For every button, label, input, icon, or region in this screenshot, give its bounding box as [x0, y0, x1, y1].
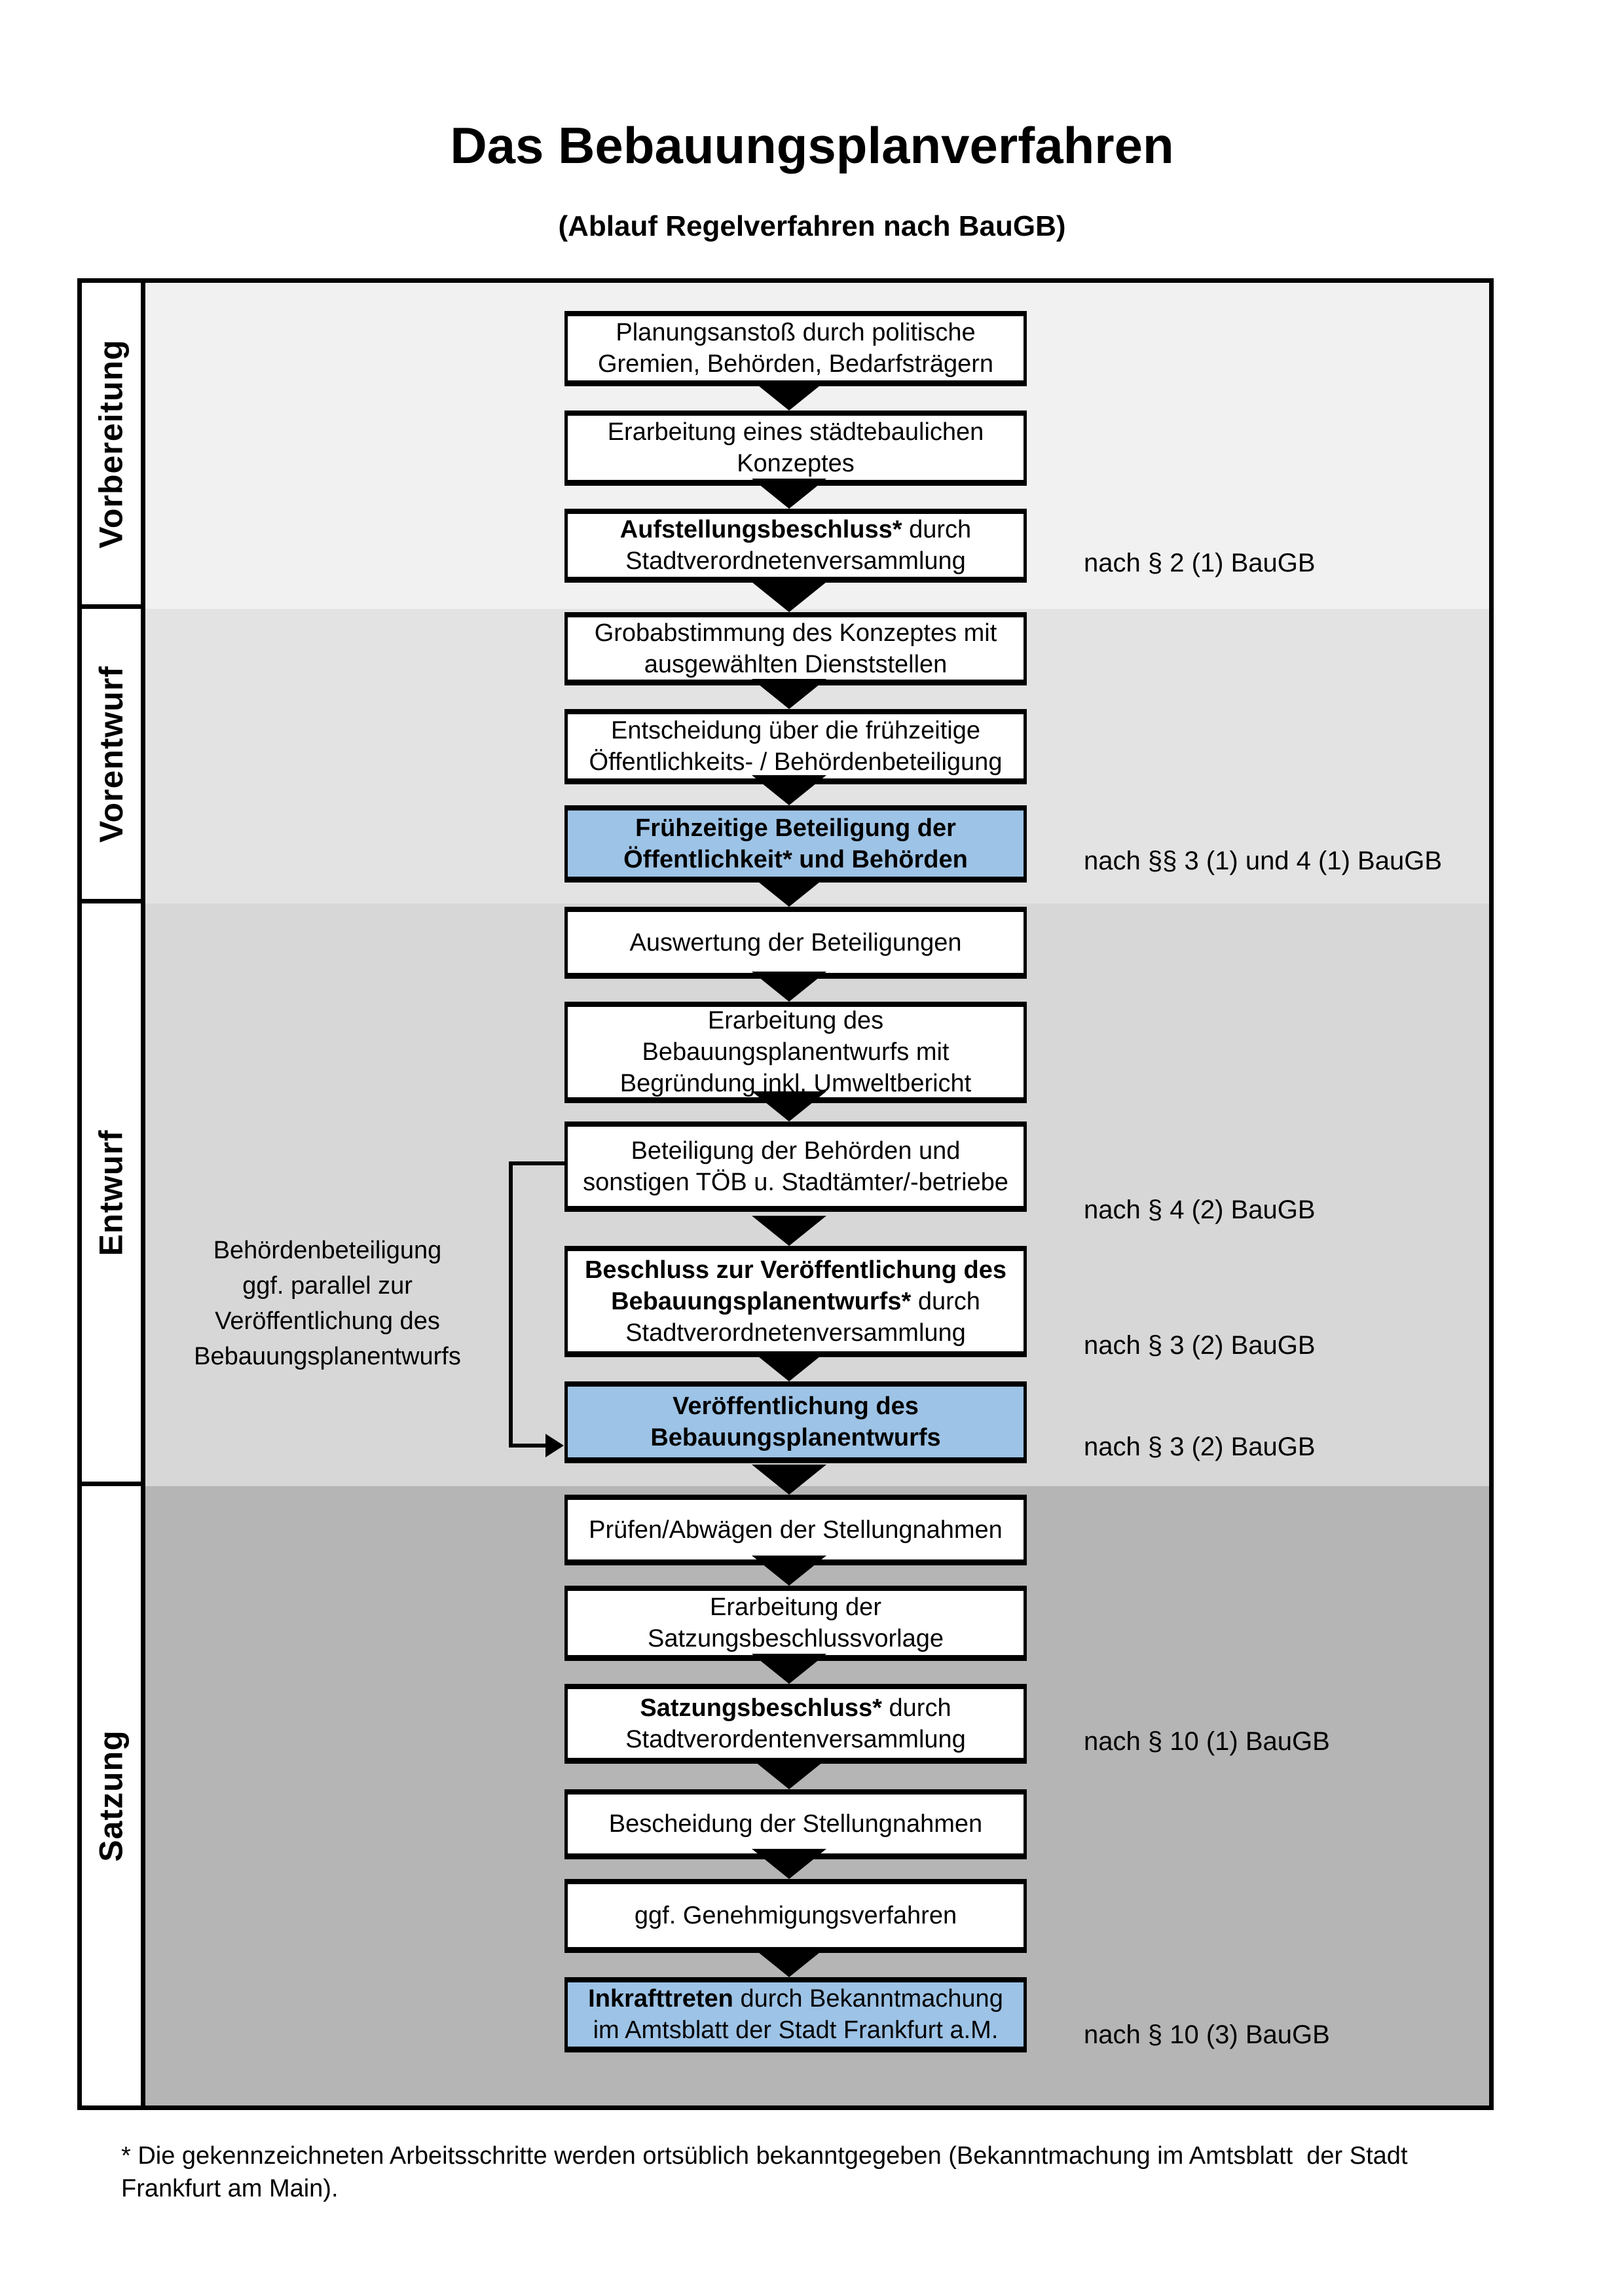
flow-step-behoerdenbeteiligung: Beteiligung der Behörden und sonstigen T…: [564, 1121, 1027, 1212]
section-label: Entwurf: [93, 1129, 130, 1256]
flow-arrow-down-icon: [752, 1556, 826, 1586]
legal-reference: nach §§ 3 (1) und 4 (1) BauGB: [1084, 847, 1442, 875]
flow-arrow-down-icon: [752, 877, 826, 907]
flow-arrow-down-icon: [752, 1654, 826, 1684]
flow-step-erarbeitung-entwurf: Erarbeitung des Bebauungsplanentwurfs mi…: [564, 1002, 1027, 1103]
branch-connector-line: [509, 1161, 564, 1165]
legal-reference: nach § 4 (2) BauGB: [1084, 1195, 1316, 1224]
flow-step-veroeffentlichung: Veröffentlichung des Bebauungsplanentwur…: [564, 1381, 1027, 1463]
flow-step-fruehzeitige-beteiligung: Frühzeitige Beteiligung der Öffentlichke…: [564, 805, 1027, 883]
flow-step-inkrafttreten: Inkrafttreten durch Bekanntmachung im Am…: [564, 1977, 1027, 2052]
flow-arrow-down-icon: [752, 972, 826, 1002]
flow-step-genehmigungsverfahren: ggf. Genehmigungsverfahren: [564, 1879, 1027, 1953]
section-label-cell-vorentwurf: Vorentwurf: [82, 609, 145, 903]
flow-arrow-down-icon: [752, 775, 826, 805]
branch-arrow-icon: [545, 1434, 564, 1457]
section-label: Vorentwurf: [93, 665, 130, 843]
flow-step-satzungsbeschlussvorlage: Erarbeitung der Satzungsbeschlussvorlage: [564, 1586, 1027, 1661]
flow-step-aufstellungsbeschluss: Aufstellungsbeschluss* durch Stadtverord…: [564, 509, 1027, 583]
section-label: Satzung: [93, 1730, 130, 1862]
flow-arrow-down-icon: [752, 582, 826, 612]
legal-reference: nach § 10 (3) BauGB: [1084, 2020, 1330, 2049]
branch-connector-line: [509, 1444, 548, 1448]
flow-arrow-down-icon: [752, 1759, 826, 1789]
flow-step-entscheidung-beteiligung: Entscheidung über die frühzeitige Öffent…: [564, 709, 1027, 784]
flow-step-auswertung: Auswertung der Beteiligungen: [564, 907, 1027, 979]
flow-arrow-down-icon: [752, 1351, 826, 1381]
footnote: * Die gekennzeichneten Arbeitsschritte w…: [121, 2142, 1408, 2202]
flow-arrow-down-icon: [752, 1947, 826, 1977]
section-label: Vorbereitung: [93, 338, 130, 549]
flow-arrow-down-icon: [752, 1216, 826, 1246]
legal-reference: nach § 2 (1) BauGB: [1084, 549, 1316, 577]
legal-reference: nach § 3 (2) BauGB: [1084, 1432, 1316, 1461]
flow-step-grobabstimmung: Grobabstimmung des Konzeptes mit ausgewä…: [564, 612, 1027, 685]
flow-arrow-down-icon: [752, 1849, 826, 1879]
section-label-cell-satzung: Satzung: [82, 1486, 145, 2105]
legal-reference: nach § 10 (1) BauGB: [1084, 1727, 1330, 1756]
section-label-cell-entwurf: Entwurf: [82, 903, 145, 1486]
flow-arrow-down-icon: [752, 679, 826, 709]
page-title: Das Bebauungsplanverfahren: [450, 117, 1174, 174]
flow-arrow-down-icon: [752, 380, 826, 410]
flow-step-beschluss-veroeffentlichung: Beschluss zur Veröffentlichung des Bebau…: [564, 1246, 1027, 1357]
flow-arrow-down-icon: [752, 479, 826, 509]
page-subtitle: (Ablauf Regelverfahren nach BauGB): [558, 210, 1066, 242]
flow-step-staedtebauliches-konzept: Erarbeitung eines städtebaulichen Konzep…: [564, 410, 1027, 486]
flow-arrow-down-icon: [752, 1091, 826, 1121]
legal-reference: nach § 3 (2) BauGB: [1084, 1331, 1316, 1360]
flow-step-planungsanstoss: Planungsanstoß durch politische Gremien,…: [564, 311, 1027, 386]
branch-connector-line: [509, 1161, 513, 1448]
flow-step-bescheidung: Bescheidung der Stellungnahmen: [564, 1789, 1027, 1859]
flow-step-satzungsbeschluss: Satzungsbeschluss* durch Stadtverordente…: [564, 1684, 1027, 1764]
flow-step-pruefen-abwaegen: Prüfen/Abwägen der Stellungnahmen: [564, 1495, 1027, 1565]
flow-arrow-down-icon: [752, 1465, 826, 1495]
side-note-behoerdenbeteiligung: Behördenbeteiligung ggf. parallel zur Ve…: [194, 1237, 461, 1370]
section-label-cell-vorbereitung: Vorbereitung: [82, 283, 145, 609]
